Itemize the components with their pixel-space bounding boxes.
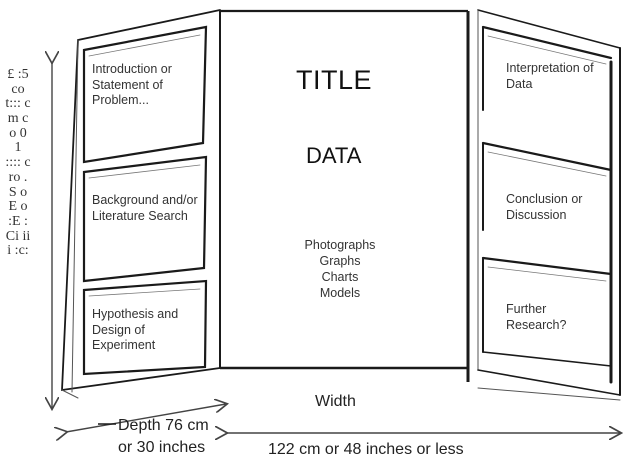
photographs-label: Photographs (304, 238, 376, 252)
left-box-2-label: Background and/or Literature Search (92, 193, 198, 223)
right-box-3-label: Further Research? (506, 302, 567, 332)
right-panel (477, 9, 621, 401)
bottom-dimension-label: 122 cm or 48 inches or less (268, 441, 464, 458)
width-label: Width (315, 393, 356, 410)
graphs-label: Graphs (319, 254, 361, 268)
center-panel (219, 9, 470, 382)
depth-label-line1: Depth 76 cm (118, 417, 209, 434)
height-label: £ :5 co t::: cm co 0 1 :::: c ro .S o E … (5, 67, 31, 259)
left-box-2 (82, 155, 208, 283)
depth-arrow (66, 404, 226, 432)
right-box-1-label: Interpretation of Data (506, 61, 594, 91)
left-panel (61, 9, 221, 399)
right-box-1 (481, 25, 613, 60)
left-box-1 (82, 25, 208, 164)
charts-label: Charts (321, 270, 359, 284)
title-label: TITLE (296, 65, 373, 95)
depth-label-line2: or 30 inches (118, 439, 206, 456)
right-box-3 (481, 256, 613, 276)
left-box-3-label: Hypothesis and Design of Experiment (92, 307, 179, 353)
data-label: DATA (306, 143, 362, 168)
right-box-2 (481, 141, 613, 172)
models-label: Models (319, 286, 361, 300)
left-box-3 (82, 279, 208, 376)
right-box-2-label: Conclusion or Discussion (506, 192, 583, 222)
left-box-1-label: Introduction or Statement of Problem... (92, 62, 172, 108)
